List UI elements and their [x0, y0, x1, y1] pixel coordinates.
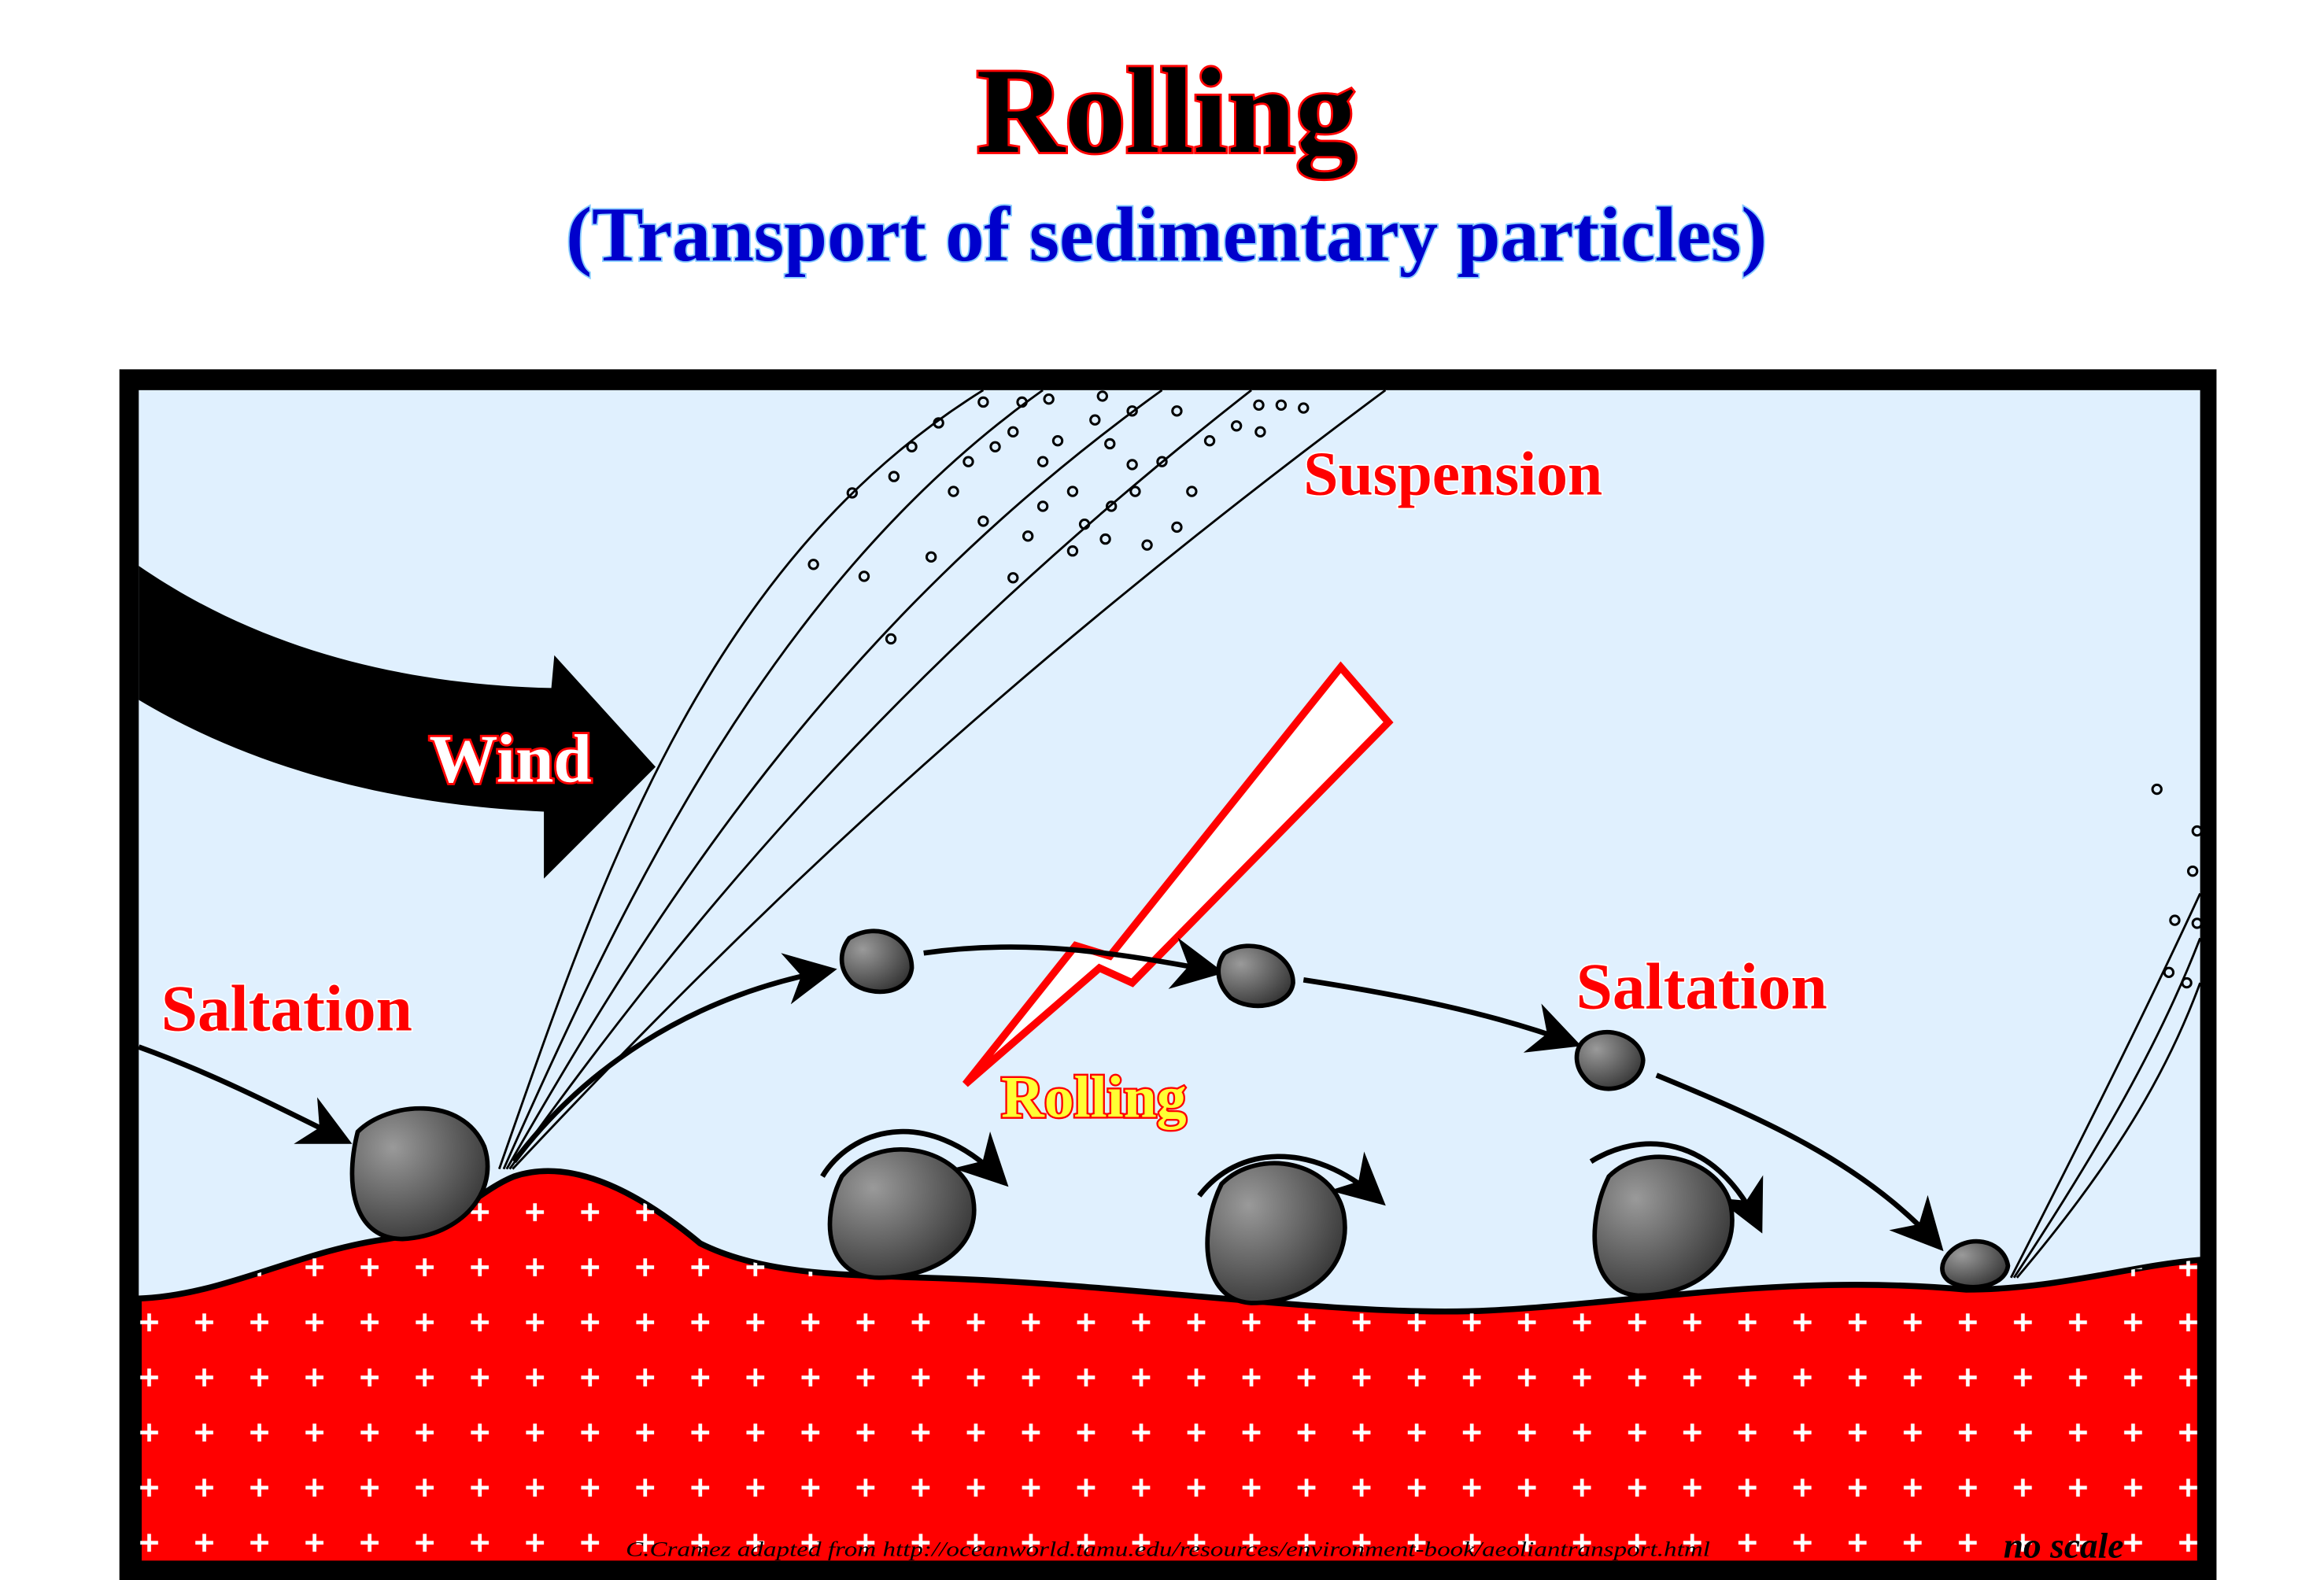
particle	[1104, 437, 1116, 450]
particle	[1051, 435, 1064, 447]
suspended-particles	[807, 390, 2204, 989]
particle	[888, 471, 900, 482]
no-scale-label: no scale	[2004, 1526, 2124, 1566]
particle	[1089, 414, 1101, 426]
particle	[1099, 533, 1111, 545]
particle	[948, 485, 959, 497]
particle	[1171, 521, 1183, 533]
particle	[977, 396, 989, 408]
particle	[989, 441, 1001, 452]
saltation-label-right: Saltation	[1576, 951, 1827, 1023]
particle	[1203, 435, 1216, 447]
particle	[906, 441, 918, 452]
particle	[1275, 399, 1288, 411]
particle	[933, 417, 944, 429]
particle	[885, 633, 897, 645]
ground	[135, 1168, 2204, 1567]
particle	[2151, 783, 2163, 796]
particle	[1141, 539, 1153, 551]
particle	[2186, 865, 2199, 877]
particle	[1254, 426, 1266, 438]
particle	[962, 456, 974, 467]
particle	[1096, 390, 1108, 402]
particle	[1129, 485, 1141, 497]
particle	[2181, 976, 2193, 989]
particle	[1036, 500, 1049, 512]
particle	[1007, 572, 1019, 584]
saltation-label-left: Saltation	[161, 973, 412, 1046]
particle	[1253, 399, 1265, 411]
particle	[858, 570, 870, 582]
particle	[977, 515, 989, 527]
subtitle: (Transport of sedimentary particles)	[566, 192, 1767, 278]
particle	[925, 551, 937, 563]
rocks	[349, 928, 2011, 1305]
title: Rolling	[977, 43, 1357, 179]
wind-arrow-icon	[139, 566, 656, 879]
particle	[1007, 426, 1019, 438]
particle	[1126, 459, 1138, 471]
particle	[2163, 966, 2175, 979]
particle	[1105, 500, 1118, 512]
particle	[1186, 485, 1198, 497]
particle	[2191, 825, 2204, 837]
particle	[1171, 405, 1183, 417]
particle	[1298, 402, 1310, 414]
particle	[1230, 420, 1243, 432]
particle	[1078, 518, 1091, 530]
particle	[1156, 456, 1168, 467]
particle	[807, 559, 819, 570]
particle	[1016, 396, 1028, 408]
saltation-paths	[138, 937, 1944, 1252]
particle	[1066, 545, 1079, 557]
particle	[2191, 917, 2204, 929]
particle	[1066, 485, 1079, 497]
suspension-label: Suspension	[1303, 439, 1602, 508]
particle	[1036, 456, 1049, 467]
wind-label: Wind	[429, 721, 591, 797]
particle	[1043, 393, 1055, 405]
rolling-label: Rolling	[1001, 1065, 1187, 1130]
particle	[2169, 914, 2181, 926]
particle	[846, 487, 859, 499]
particle	[1022, 530, 1034, 542]
credit-text: C.Cramez adapted from http://oceanworld.…	[626, 1538, 1710, 1561]
particle	[1126, 405, 1138, 417]
